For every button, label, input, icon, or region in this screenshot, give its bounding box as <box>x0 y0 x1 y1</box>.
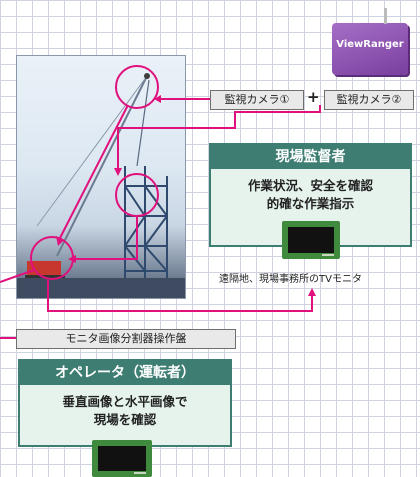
operator-panel: オペレータ（運転者） 垂直画像と水平画像で 現場を確認 <box>18 359 232 447</box>
site-supervisor-title: 現場監督者 <box>211 145 410 169</box>
antenna-icon <box>384 8 387 24</box>
camera2-highlight-circle <box>115 173 159 217</box>
operator-title: オペレータ（運転者） <box>20 361 230 385</box>
camera1-label: 監視カメラ① <box>210 90 304 110</box>
camera1-highlight-circle <box>115 65 159 109</box>
camera2-label: 監視カメラ② <box>324 90 414 110</box>
operator-line-1: 垂直画像と水平画像で <box>62 394 188 409</box>
operator-line-2: 現場を確認 <box>93 412 157 427</box>
tv-monitor-icon <box>282 221 340 259</box>
splitter-label: モニタ画像分割器操作盤 <box>16 329 236 349</box>
viewranger-device-icon: ViewRanger <box>332 23 408 75</box>
operator-monitor-icon <box>92 440 152 477</box>
viewranger-label: ViewRanger <box>336 39 404 50</box>
site-supervisor-line-1: 作業状況、安全を確認 <box>247 178 373 193</box>
hook-highlight-circle <box>30 236 74 280</box>
site-supervisor-line-2: 的確な作業指示 <box>266 196 355 211</box>
tv-monitor-caption: 遠隔地、現場事務所のTVモニタ <box>219 274 362 285</box>
plus-sign: + <box>307 88 320 106</box>
